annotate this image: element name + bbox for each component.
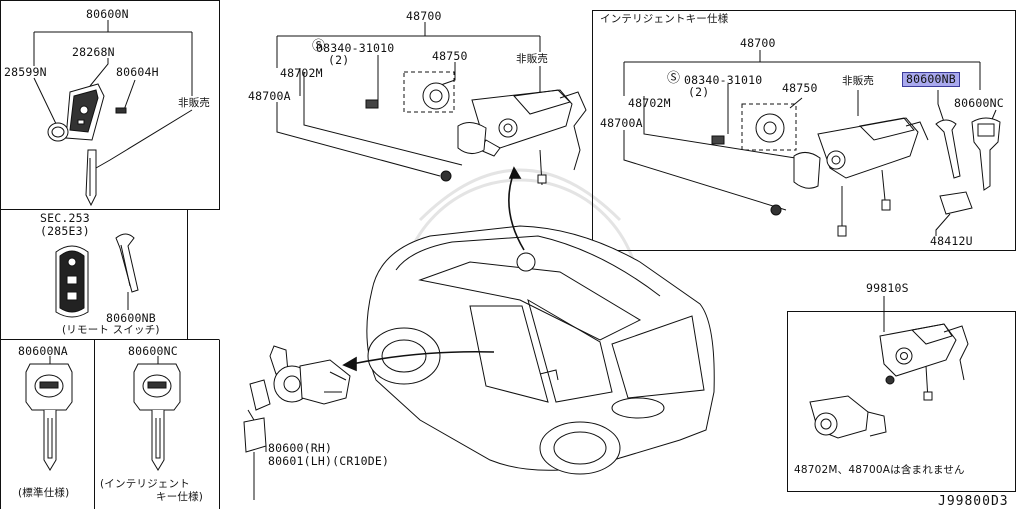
screw-quantity: (2) <box>328 53 350 67</box>
intelligent-bracket-part: 48702M <box>628 96 671 110</box>
screw-spec: 08340-31010 <box>316 41 395 55</box>
car-illustration <box>366 225 715 475</box>
not-for-sale-note: 非販売 <box>178 97 211 109</box>
intelligent-key-caption-2: キー仕様) <box>156 491 204 503</box>
pointer-arrows <box>342 166 525 372</box>
kit-note: 48702M、48700Aは含まれません <box>794 464 965 476</box>
door-cylinder-rh: 80600(RH) <box>268 441 333 455</box>
intelligent-key-caption-1: (インテリジェント <box>100 478 190 490</box>
battery-icon <box>47 122 69 142</box>
remote-part-number: 80600NB <box>106 311 156 325</box>
screw-symbol-icon-2: Ⓢ <box>667 71 681 86</box>
ignition-leaders <box>276 22 541 177</box>
intelligent-box-title: インテリジェントキー仕様 <box>600 13 729 25</box>
intelligent-key-part-2: 80600NC <box>954 96 1004 110</box>
emergency-key-icon <box>115 233 139 310</box>
kit-parts <box>809 323 969 439</box>
ignition-parts <box>365 71 587 186</box>
section-number: SEC.253 <box>40 211 90 225</box>
intelligent-note: 非販売 <box>842 75 875 87</box>
standard-key-icon <box>25 363 73 471</box>
diagram-code: J99800D3 <box>938 494 1009 509</box>
standard-key-caption: (標準仕様) <box>18 487 70 499</box>
intelligent-assembly-part: 48700A <box>600 116 643 130</box>
section-ref: (285E3) <box>40 224 90 238</box>
module-part: 48412U <box>930 234 973 248</box>
door-lock-parts <box>243 345 351 500</box>
ignition-note: 非販売 <box>516 53 549 65</box>
kit-part-number: 99810S <box>866 281 909 295</box>
switch-part: 48750 <box>432 49 468 63</box>
intelligent-part-number: 48700 <box>740 36 776 50</box>
remote-fob-icon <box>55 245 89 318</box>
screw-symbol-icon: Ⓢ <box>312 39 326 54</box>
bracket-part: 48702M <box>280 66 323 80</box>
key-blade-icon <box>85 149 97 207</box>
intelligent-key-part: 80600NC <box>128 344 178 358</box>
intelligent-switch-part: 48750 <box>782 81 818 95</box>
screw-icon <box>115 107 127 114</box>
intelligent-screw-qty: (2) <box>688 85 710 99</box>
screw-part: 80604H <box>116 65 159 79</box>
ignition-part-number: 48700 <box>406 9 442 23</box>
intelligent-screw-spec: 08340-31010 <box>684 73 763 87</box>
battery-part: 28599N <box>4 65 47 79</box>
intelligent-parts <box>711 103 1001 237</box>
key-fob-icon <box>65 83 105 141</box>
fob-leaders <box>33 20 193 169</box>
fob-case-part: 28268N <box>72 45 115 59</box>
fob-part-number: 80600N <box>86 7 129 21</box>
door-cylinder-lh: 80601(LH)(CR10DE) <box>268 454 390 468</box>
standard-key-part: 80600NA <box>18 344 68 358</box>
remote-caption: (リモート スイッチ) <box>62 324 160 336</box>
assembly-part: 48700A <box>248 89 291 103</box>
intelligent-key-icon <box>133 363 181 471</box>
highlighted-part[interactable]: 80600NB <box>902 72 960 87</box>
